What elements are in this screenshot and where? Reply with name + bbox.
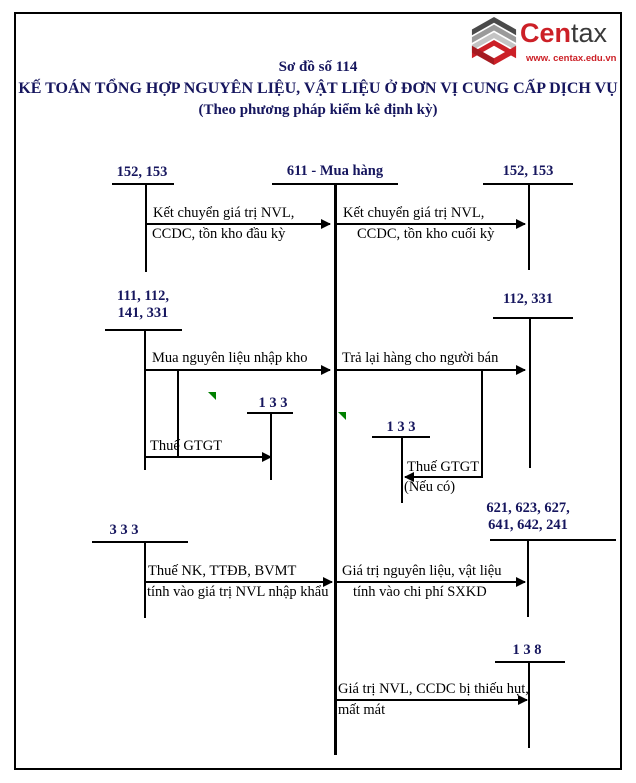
flow-cost-line2: tính vào chi phí SXKD [353,584,487,600]
logo-cen: Cen [520,18,572,48]
centax-cube-icon [471,17,517,65]
account-611-line [334,185,337,755]
arrowhead-right-icon [323,577,333,587]
arrowhead-right-icon [262,452,272,462]
logo-tax: tax [571,18,608,48]
account-152-153-right-underline [483,183,573,185]
account-621-line1: 621, 623, 627, [486,500,570,516]
page-subtitle: (Theo phương pháp kiểm kê định kỳ) [198,102,438,118]
account-611-underline [272,183,398,185]
flow-closing-line2: CCDC, tồn kho cuối kỳ [357,226,495,242]
flow-purchase-label: Mua nguyên liệu nhập kho [152,350,308,366]
flow-shortage-line2: mất mát [338,702,386,718]
flow-opening-line2: CCDC, tồn kho đầu kỳ [152,226,286,242]
account-611-label: 611 - Mua hàng [286,163,384,179]
flow-import-tax-line2: tính vào giá trị NVL nhập khẩu [147,584,329,600]
account-112-331: 112, 331 [503,291,553,307]
account-621-line [527,541,529,617]
logo-website: www. centax.edu.vn [526,53,617,64]
account-621-line2: 641, 642, 241 [488,517,568,533]
flow-closing-line1: Kết chuyển giá trị NVL, [343,205,485,221]
account-111-line1: 111, 112, [117,288,169,304]
flow-opening-arrow [147,219,331,229]
account-333: 3 3 3 [109,522,139,538]
flow-import-tax-line1: Thuế NK, TTĐB, BVMT [148,563,297,579]
flow-opening-line1: Kết chuyển giá trị NVL, [153,205,295,221]
centax-logo: Centax www. centax.edu.vn [468,14,622,68]
arrowhead-right-icon [321,365,331,375]
account-111-line [144,331,146,470]
account-333-line [144,543,146,618]
flow-shortage-line1: Giá trị NVL, CCDC bị thiếu hụt, [338,681,529,697]
connector-purchase-to-vat [177,370,179,457]
account-138-underline [495,661,565,663]
account-133-right: 1 3 3 [386,419,416,435]
connector-return-to-vat [481,370,483,478]
account-138: 1 3 8 [512,642,542,658]
account-152-153-right-line [528,185,530,270]
arrowhead-right-icon [516,365,526,375]
arrowhead-left-icon [404,472,414,482]
flow-closing-arrow [337,219,526,229]
flow-shortage-arrow [337,695,528,705]
account-133-right-line [401,438,403,503]
page-title: KẾ TOÁN TỔNG HỢP NGUYÊN LIỆU, VẬT LIỆU Ở… [18,80,618,97]
centax-logo-text: Centax [520,20,607,47]
arrowhead-right-icon [518,695,528,705]
border-frame [14,12,622,770]
account-133-left-line [270,414,272,480]
account-621-underline [490,539,616,541]
account-111-underline [105,329,182,331]
flow-vat-left-label: Thuế GTGT [150,438,223,454]
account-133-left-underline [247,412,293,414]
account-133-left: 1 3 3 [258,395,288,411]
account-111-112-141-331: 111, 112, 141, 331 [103,288,183,322]
flow-vat-left-arrow [146,452,272,462]
arrowhead-right-icon [516,219,526,229]
flow-vat-right-note: (Nếu có) [404,479,456,495]
account-112-331-line [529,319,531,468]
flow-cost-line1: Giá trị nguyên liệu, vật liệu [342,563,502,579]
flow-cost-arrow [337,577,526,587]
account-133-right-underline [372,436,430,438]
account-152-153-right: 152, 153 [502,163,554,179]
account-333-underline [92,541,188,543]
account-621-group: 621, 623, 627, 641, 642, 241 [468,500,588,534]
account-111-line2: 141, 331 [117,305,169,321]
arrowhead-right-icon [516,577,526,587]
account-138-line [528,663,530,748]
green-mark-icon [338,412,346,420]
arrowhead-right-icon [321,219,331,229]
flow-return-label: Trả lại hàng cho người bán [342,350,499,366]
flow-purchase-arrow [146,365,331,375]
flow-vat-right-arrow [404,472,482,482]
flow-vat-right-label: Thuế GTGT [407,459,480,475]
green-mark-icon [208,392,216,400]
account-152-153-left: 152, 153 [116,164,168,180]
account-152-153-left-underline [112,183,174,185]
account-112-331-underline [493,317,573,319]
account-152-153-left-line [145,185,147,272]
flow-import-tax-arrow [146,577,333,587]
flow-return-arrow [337,365,526,375]
scheme-number: Sơ đồ số 114 [278,59,358,75]
